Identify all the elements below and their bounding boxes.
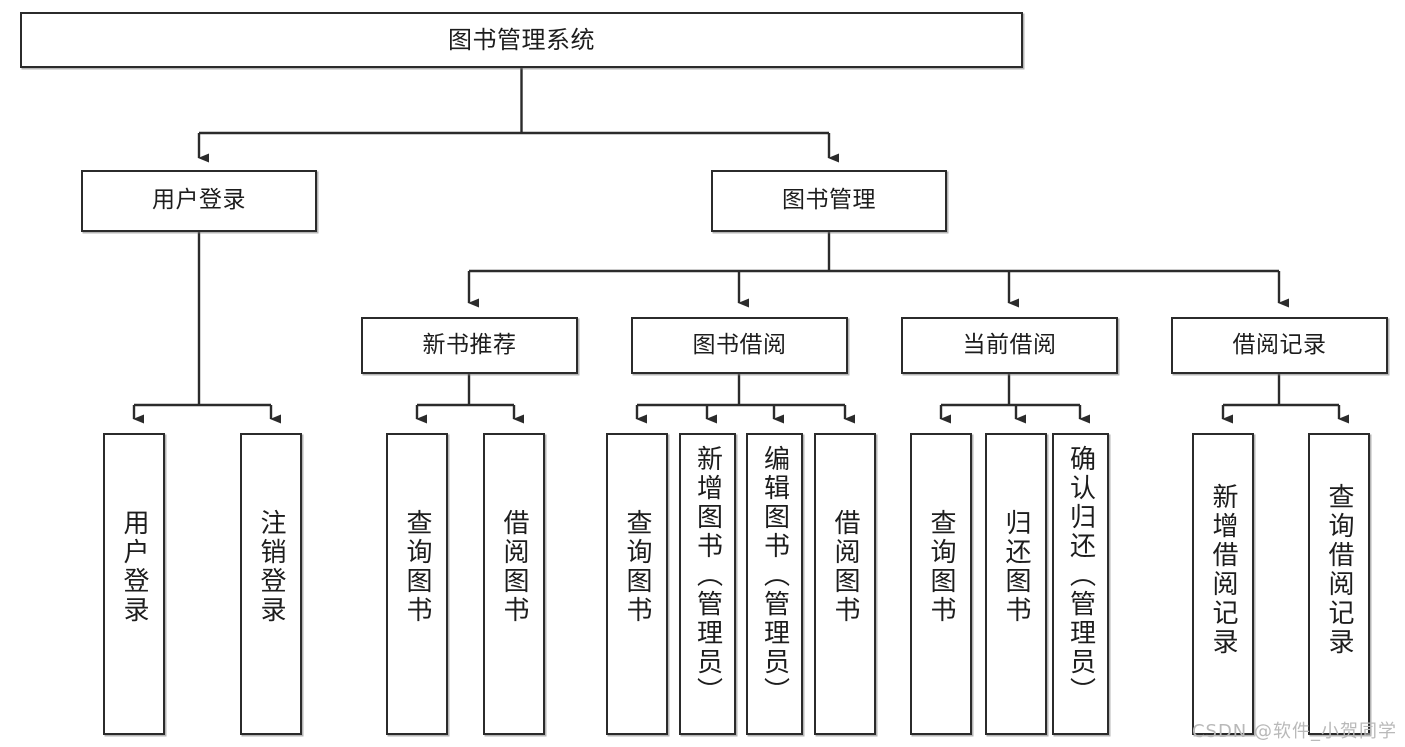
- node-leaf-query-book-borrow[interactable]: 查询图书: [606, 433, 668, 735]
- node-label: 查询借阅记录: [1324, 483, 1354, 657]
- node-label: 图书借阅: [692, 331, 787, 358]
- node-leaf-edit-book-admin[interactable]: 编辑图书（管理员）: [746, 433, 803, 735]
- node-label: 新书推荐: [422, 331, 517, 358]
- node-label: 新增借阅记录: [1208, 483, 1238, 657]
- node-label: 借阅图书: [830, 509, 860, 625]
- node-leaf-return-book[interactable]: 归还图书: [985, 433, 1047, 735]
- node-label: 注销登录: [256, 509, 286, 625]
- node-root-system[interactable]: 图书管理系统: [20, 12, 1023, 68]
- node-current-borrow[interactable]: 当前借阅: [901, 317, 1118, 374]
- node-label: 用户登录: [152, 187, 246, 214]
- node-leaf-query-borrow-record[interactable]: 查询借阅记录: [1308, 433, 1370, 735]
- node-label: 确认归还（管理员）: [1065, 445, 1096, 706]
- node-new-book-recommend[interactable]: 新书推荐: [361, 317, 578, 374]
- node-leaf-add-book-admin[interactable]: 新增图书（管理员）: [679, 433, 736, 735]
- node-leaf-add-borrow-record[interactable]: 新增借阅记录: [1192, 433, 1254, 735]
- node-book-manage[interactable]: 图书管理: [711, 170, 947, 232]
- node-label: 查询图书: [402, 509, 432, 625]
- node-label: 图书管理系统: [448, 25, 595, 54]
- node-leaf-user-login[interactable]: 用户登录: [103, 433, 165, 735]
- node-leaf-logout[interactable]: 注销登录: [240, 433, 302, 735]
- node-leaf-confirm-return-admin[interactable]: 确认归还（管理员）: [1052, 433, 1109, 735]
- node-label: 用户登录: [119, 509, 149, 625]
- node-label: 归还图书: [1001, 509, 1031, 625]
- node-label: 图书管理: [782, 187, 876, 214]
- node-leaf-borrow-book[interactable]: 借阅图书: [814, 433, 876, 735]
- node-leaf-borrow-book-recommend[interactable]: 借阅图书: [483, 433, 545, 735]
- node-label: 新增图书（管理员）: [692, 445, 723, 706]
- node-user-login[interactable]: 用户登录: [81, 170, 317, 232]
- node-borrow-record[interactable]: 借阅记录: [1171, 317, 1388, 374]
- node-label: 编辑图书（管理员）: [759, 445, 790, 706]
- node-leaf-query-book-recommend[interactable]: 查询图书: [386, 433, 448, 735]
- node-label: 查询图书: [622, 509, 652, 625]
- csdn-watermark: CSDN @软件_小贺同学: [1191, 721, 1397, 742]
- node-label: 当前借阅: [962, 331, 1057, 358]
- node-book-borrow[interactable]: 图书借阅: [631, 317, 848, 374]
- node-label: 借阅记录: [1232, 331, 1327, 358]
- node-leaf-query-book-current[interactable]: 查询图书: [910, 433, 972, 735]
- node-label: 借阅图书: [499, 509, 529, 625]
- node-label: 查询图书: [926, 509, 956, 625]
